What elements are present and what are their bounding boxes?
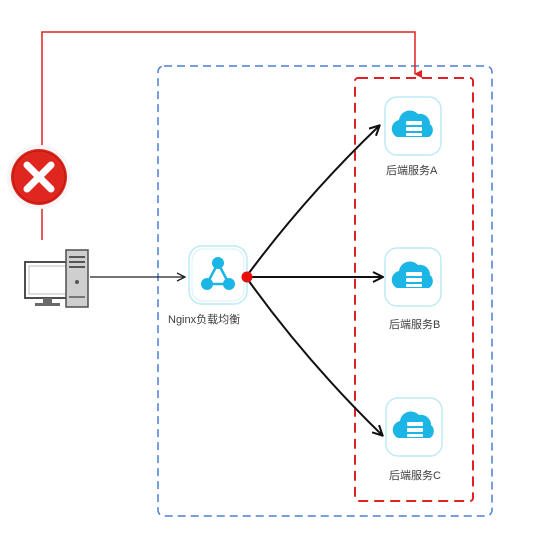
backend-c-cloud-server-icon <box>385 397 443 457</box>
direct-access-path <box>41 31 422 240</box>
junction-dot <box>241 271 253 283</box>
backend-a-cloud-server-icon <box>384 96 442 156</box>
nginx-label: Nginx负载均衡 <box>168 314 241 326</box>
backend-b-label: 后端服务B <box>389 319 441 331</box>
nginx-to-backend-a-arrow <box>245 126 379 278</box>
backend-b-cloud-server-icon <box>384 247 442 307</box>
load-balancer-icon <box>188 245 248 305</box>
backend-group-boundary <box>354 77 474 502</box>
error-cross-icon <box>7 145 71 209</box>
desktop-computer-icon <box>24 249 89 308</box>
server-cluster-boundary <box>157 65 493 517</box>
backend-c-label: 后端服务C <box>389 470 441 482</box>
backend-a-label: 后端服务A <box>386 165 438 177</box>
nginx-to-backend-c-arrow <box>245 276 382 435</box>
